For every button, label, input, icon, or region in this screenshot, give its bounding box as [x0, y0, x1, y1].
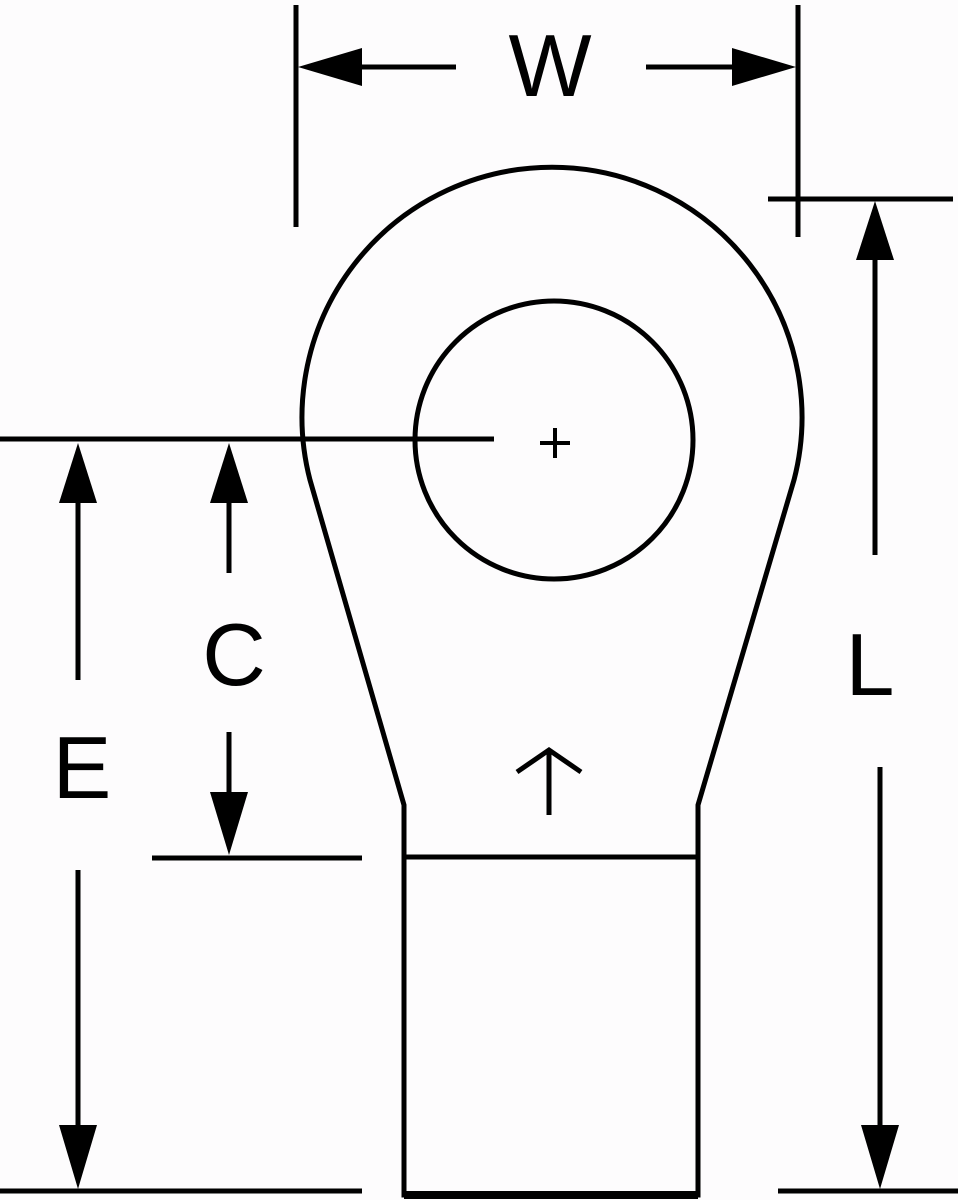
label-c: C — [202, 605, 266, 704]
w-arrow-left-icon — [298, 48, 362, 86]
up-arrow-icon — [515, 746, 583, 815]
e-arrow-down-icon — [59, 1125, 97, 1189]
c-arrow-down-icon — [210, 792, 248, 855]
label-e: E — [53, 718, 112, 817]
terminal-outline — [299, 164, 805, 1198]
l-arrow-up-icon — [856, 201, 894, 260]
w-arrow-right-icon — [732, 48, 796, 86]
c-arrow-up-icon — [210, 443, 248, 503]
e-arrow-up-icon — [59, 443, 97, 503]
label-w: W — [508, 16, 591, 115]
label-l: L — [846, 615, 895, 714]
l-arrow-down-icon — [861, 1125, 899, 1189]
